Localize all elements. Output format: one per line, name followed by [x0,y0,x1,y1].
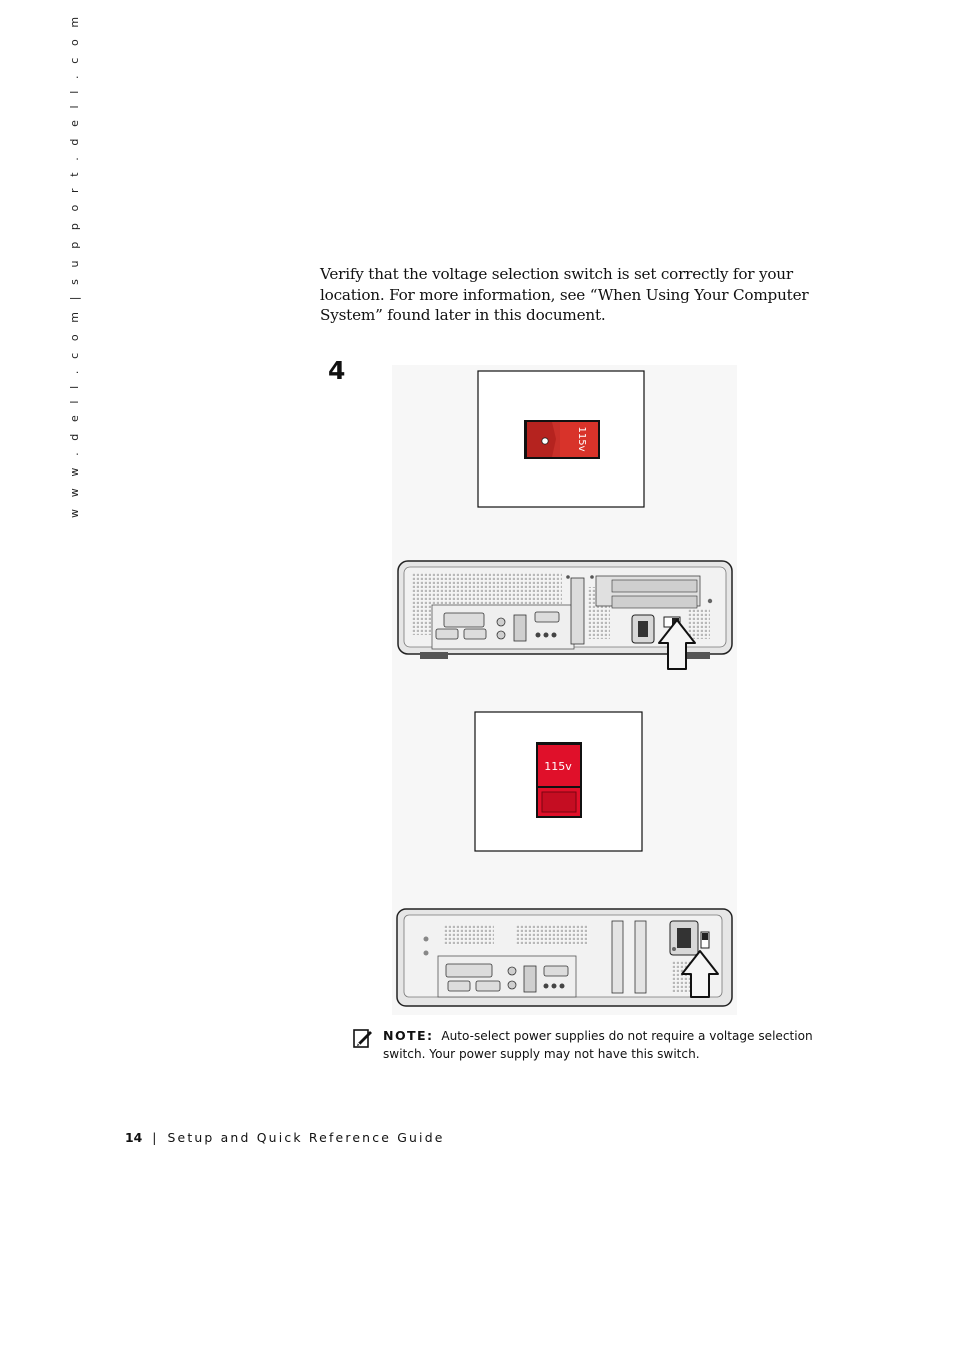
page-number: 14 [125,1130,143,1145]
computer-back-panel-2 [396,908,733,1007]
top-switch-label: 115v [576,426,587,451]
footer-separator: | [152,1130,157,1145]
sidebar-url: w w w . d e l l . c o m | s u p p o r t … [68,12,81,518]
note-box: NOTE: Auto-select power supplies do not … [353,1027,813,1063]
bottom-switch-inset: 115v [474,711,643,852]
note-text: Auto-select power supplies do not requir… [383,1029,813,1061]
voltage-switch-figure: 115v [392,365,737,1015]
arrow-icon [681,950,719,998]
note-label: NOTE: [383,1028,434,1043]
step-number: 4 [328,356,346,385]
top-switch-inset: 115v [477,370,645,508]
bottom-switch-label: 115v [544,760,572,773]
page-footer: 14 | Setup and Quick Reference Guide [125,1130,445,1145]
arrow-icon [658,619,696,670]
footer-title: Setup and Quick Reference Guide [167,1130,445,1145]
computer-back-panel-1 [397,560,733,670]
pencil-note-icon [353,1029,372,1048]
body-paragraph: Verify that the voltage selection switch… [320,265,809,325]
